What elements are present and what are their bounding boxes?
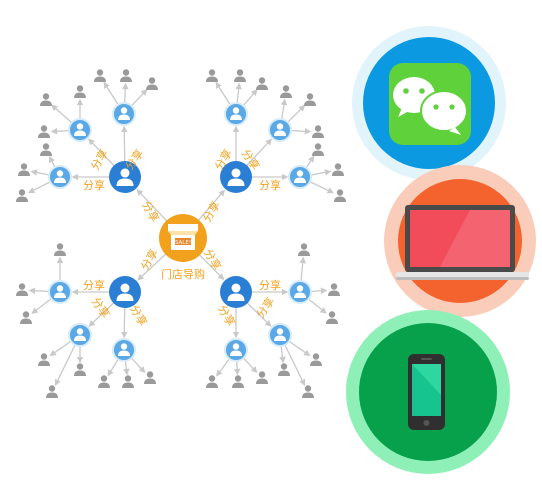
follower-icon (328, 283, 340, 296)
follower-icon (310, 353, 322, 366)
follower-icon (232, 375, 244, 388)
share-label: 分享 (139, 198, 162, 224)
second-tier-node (224, 338, 248, 362)
follower-icon (18, 163, 30, 176)
share-label: 分享 (88, 146, 111, 172)
share-label: 分享 (200, 198, 223, 224)
follower-icon (38, 353, 50, 366)
follower-icon (278, 363, 290, 376)
share-label: 分享 (127, 302, 150, 328)
follower-icon (206, 375, 218, 388)
follower-icon (146, 77, 158, 90)
second-tier-node (224, 102, 248, 126)
follower-icon (122, 375, 134, 388)
store-label: 门店导购 (161, 267, 205, 281)
laptop-icon (396, 205, 529, 280)
wechat-icon (389, 63, 471, 145)
follower-icon (40, 93, 52, 106)
follower-icon (74, 85, 86, 98)
second-tier-node (268, 323, 292, 347)
follower-icon (46, 385, 58, 398)
follower-icon (98, 375, 110, 388)
follower-icon (54, 243, 66, 256)
hub-node (220, 161, 252, 193)
share-label: 分享 (253, 294, 277, 320)
follower-icon (20, 311, 32, 324)
follower-icon (94, 69, 106, 82)
second-tier-node (268, 118, 292, 142)
follower-icon (326, 311, 338, 324)
follower-icon (312, 125, 324, 138)
hub-node (109, 276, 141, 308)
follower-icon (144, 371, 156, 384)
follower-icon (280, 85, 292, 98)
second-tier-nodes (48, 102, 312, 362)
phone-circle (346, 310, 510, 474)
follower-icon (234, 69, 246, 82)
second-tier-node (48, 280, 72, 304)
follower-icon (334, 189, 346, 202)
second-tier-node (112, 102, 136, 126)
follower-icon (256, 77, 268, 90)
follower-icon (304, 93, 316, 106)
second-tier-node (288, 165, 312, 189)
share-label: 分享 (259, 178, 281, 192)
second-tier-node (48, 165, 72, 189)
hub-node (109, 161, 141, 193)
store-node: SALE! (159, 214, 207, 262)
second-tier-node (68, 118, 92, 142)
follower-icon (298, 243, 310, 256)
follower-icon (302, 385, 314, 398)
wechat-circle (352, 26, 506, 180)
follower-icon (332, 163, 344, 176)
share-label: 分享 (83, 278, 105, 292)
share-label: 分享 (259, 278, 281, 292)
follower-icon (74, 363, 86, 376)
follower-icon (16, 189, 28, 202)
hub-nodes (109, 161, 252, 308)
hub-node (220, 276, 252, 308)
follower-icon (40, 143, 52, 156)
share-label: 分享 (138, 246, 161, 272)
sale-sign: SALE! (175, 240, 191, 246)
second-tier-node (68, 323, 92, 347)
follower-icon (206, 69, 218, 82)
second-tier-node (288, 280, 312, 304)
phone-icon (408, 354, 445, 430)
follower-icon (38, 125, 50, 138)
second-tier-node (112, 338, 136, 362)
follower-icon (312, 143, 324, 156)
share-label: 分享 (83, 178, 105, 192)
laptop-circle (384, 165, 536, 317)
store-icon: SALE! (168, 224, 198, 250)
share-label: 分享 (89, 294, 113, 320)
follower-icon (256, 371, 268, 384)
follower-icon (16, 283, 28, 296)
follower-icon (120, 69, 132, 82)
